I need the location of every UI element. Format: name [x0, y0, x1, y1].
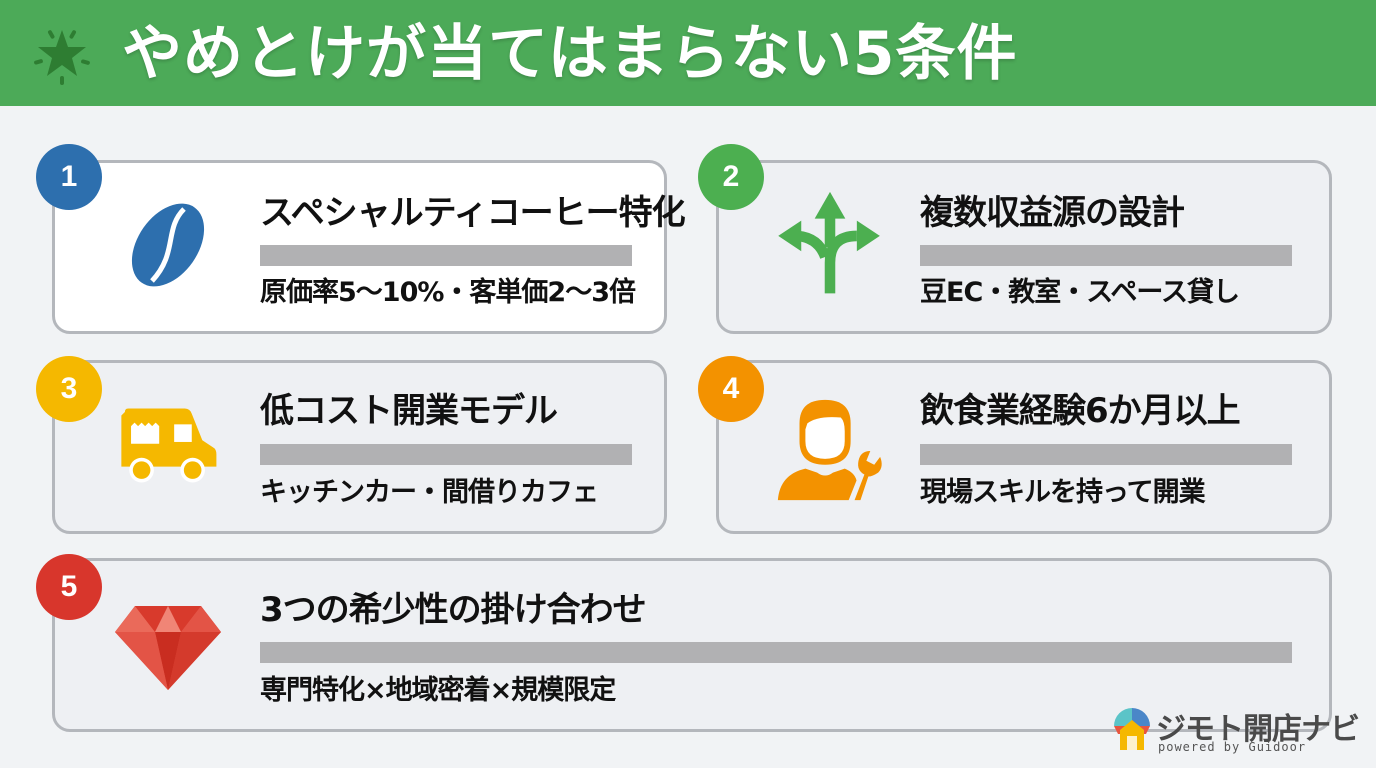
- food-truck-icon: [121, 408, 217, 483]
- card-title-5: 3つの希少性の掛け合わせ: [260, 590, 647, 630]
- number-badge-5: 5: [36, 554, 102, 620]
- number-badge-3: 3: [36, 356, 102, 422]
- number-badge-2: 2: [698, 144, 764, 210]
- card-subtitle-3: キッチンカー・間借りカフェ: [260, 477, 599, 508]
- page-title: やめとけが当てはまらない5条件: [122, 19, 1018, 89]
- divider-bar-5: [260, 642, 1292, 663]
- coffee-bean-icon: [131, 203, 205, 287]
- split-arrows-icon: [778, 191, 880, 294]
- divider-bar-4: [920, 444, 1292, 465]
- number-badge-4: 4: [698, 356, 764, 422]
- worker-wrench-icon: [777, 399, 882, 501]
- card-subtitle-2: 豆EC・教室・スペース貸し: [920, 277, 1240, 308]
- divider-bar-3: [260, 444, 632, 465]
- sparkle-star-icon: [34, 30, 90, 85]
- diamond-gem-icon: [115, 606, 221, 690]
- card-title-3: 低コスト開業モデル: [260, 391, 558, 431]
- card-title-1: スペシャルティコーヒー特化: [260, 193, 686, 233]
- number-badge-1: 1: [36, 144, 102, 210]
- header-banner: やめとけが当てはまらない5条件: [0, 0, 1376, 106]
- card-title-2: 複数収益源の設計: [920, 193, 1185, 233]
- card-subtitle-1: 原価率5〜10%・客単価2〜3倍: [260, 277, 636, 308]
- divider-bar-2: [920, 245, 1292, 266]
- card-title-4: 飲食業経験6か月以上: [920, 391, 1241, 431]
- card-subtitle-5: 専門特化×地域密着×規模限定: [260, 675, 616, 706]
- brand-logo: ジモト開店ナビ powered by Guidoor: [1112, 704, 1368, 760]
- divider-bar-1: [260, 245, 632, 266]
- brand-name: ジモト開店ナビ: [1156, 712, 1360, 747]
- house-pin-logo-icon: [1114, 708, 1150, 750]
- card-subtitle-4: 現場スキルを持って開業: [920, 477, 1206, 508]
- brand-tagline: powered by Guidoor: [1158, 740, 1307, 754]
